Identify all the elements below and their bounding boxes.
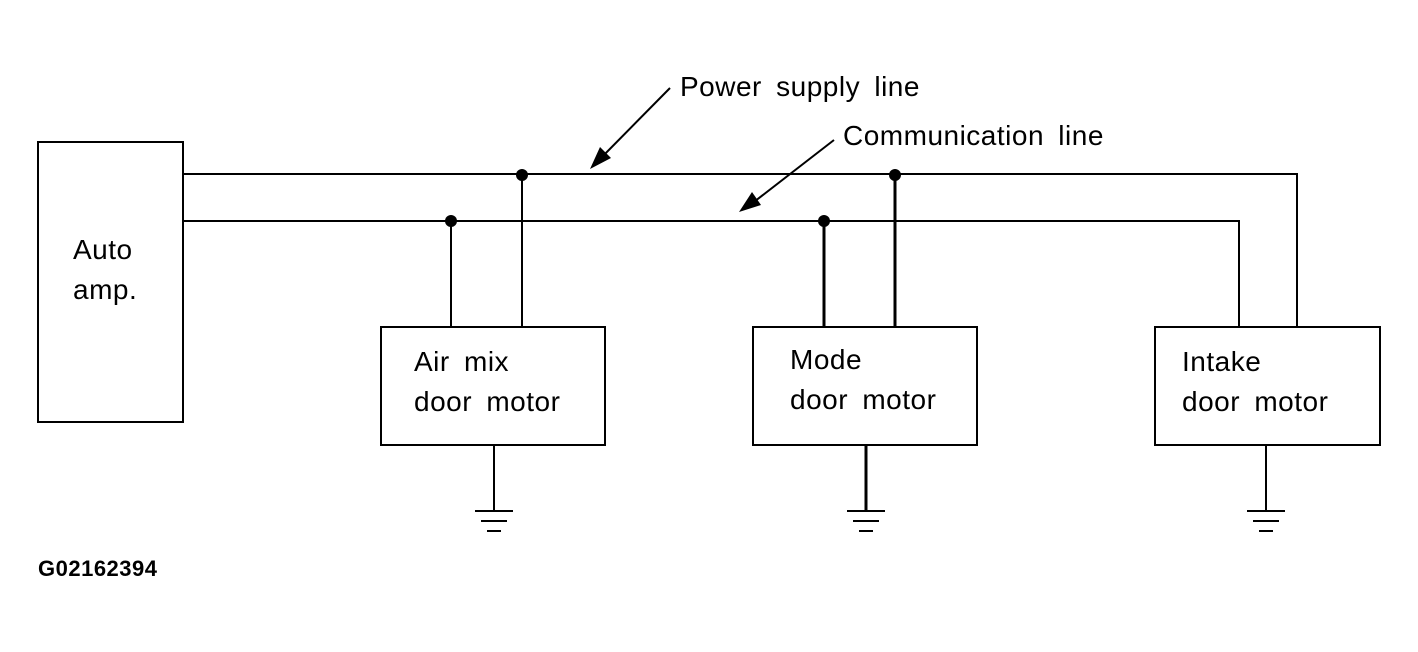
junction-dot: [445, 215, 457, 227]
auto-amp-label-line1: Auto: [73, 234, 133, 265]
auto-amp-box: [37, 141, 184, 423]
air-mix-ground: [475, 445, 513, 532]
intake-motor-box: [1154, 326, 1381, 446]
power-supply-leader: [597, 87, 671, 162]
junction-dot: [516, 169, 528, 181]
mode-motor-label-line1: Mode: [790, 344, 863, 375]
intake-motor-label-line2: door motor: [1182, 386, 1329, 417]
communication-arrowhead: [739, 192, 761, 212]
intake-motor-label: Intake door motor: [1182, 342, 1328, 422]
auto-amp-label: Auto amp.: [73, 230, 137, 310]
power-supply-line-label: Power supply line: [680, 71, 920, 102]
mode-motor-label: Mode door motor: [790, 340, 936, 420]
communication-line-label: Communication line: [843, 120, 1104, 151]
figure-code: G02162394: [38, 556, 158, 581]
intake-motor-label-line1: Intake: [1182, 346, 1262, 377]
intake-ground: [1247, 445, 1285, 532]
air-mix-motor-label-line1: Air mix: [414, 346, 510, 377]
junction-dot: [889, 169, 901, 181]
air-mix-motor-label: Air mix door motor: [414, 342, 560, 422]
power-supply-line: [183, 173, 1298, 327]
communication-line: [183, 220, 1240, 327]
junction-dot: [818, 215, 830, 227]
mode-ground: [847, 445, 885, 532]
auto-amp-label-line2: amp.: [73, 274, 138, 305]
air-mix-motor-label-line2: door motor: [414, 386, 561, 417]
power-supply-arrowhead: [590, 147, 611, 169]
communication-leader: [749, 139, 835, 206]
mode-motor-label-line2: door motor: [790, 384, 937, 415]
